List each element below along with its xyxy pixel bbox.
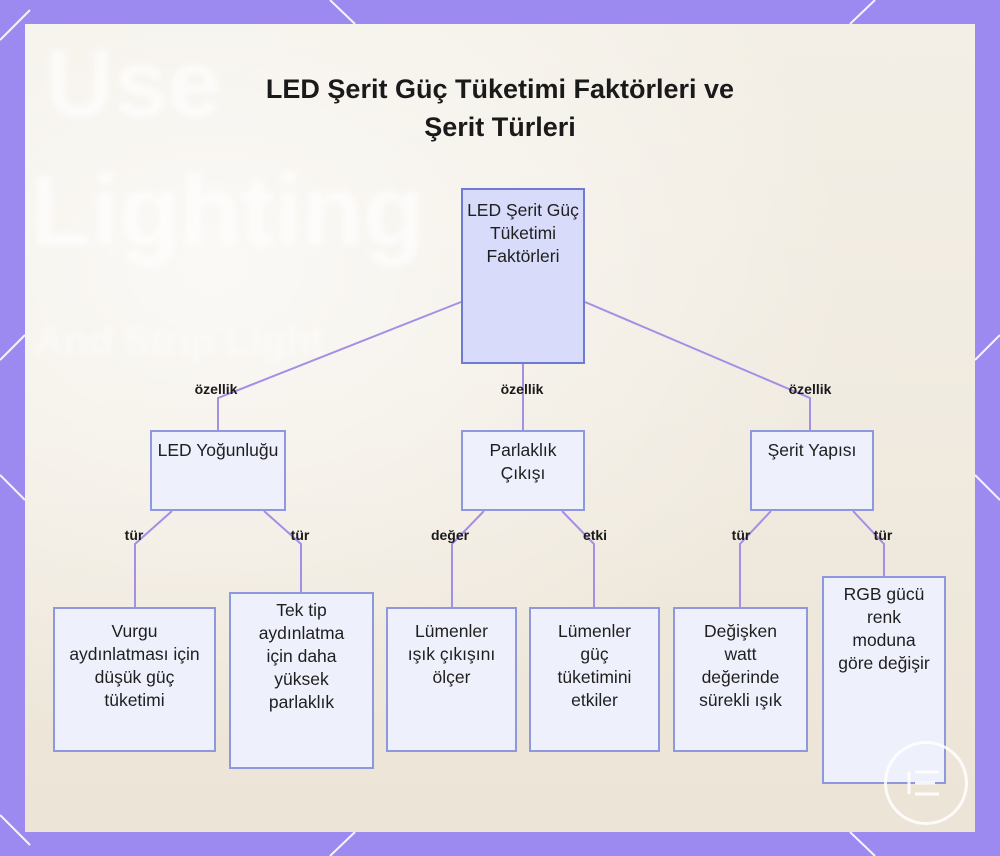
- node-single-type[interactable]: Tek tip aydınlatma için daha yüksek parl…: [229, 592, 374, 769]
- edge-label-strip-variable: tür: [732, 527, 751, 543]
- edge-strip-variable: [740, 511, 771, 607]
- edge-label-led-density-single: tür: [291, 527, 310, 543]
- logo-mark: [887, 744, 965, 822]
- node-brightness-label: Parlaklık Çıkışı: [467, 439, 579, 485]
- edge-label-brightness-affect: etki: [583, 527, 607, 543]
- edge-led-density-accent: [135, 511, 172, 607]
- edge-brightness-affect: [562, 511, 594, 607]
- edge-label-led-density-accent: tür: [125, 527, 144, 543]
- circle-logo-icon: [884, 741, 968, 825]
- edge-root-strip-structure: [585, 302, 810, 430]
- edge-led-density-single: [264, 511, 301, 592]
- node-root-label: LED Şerit Güç Tüketimi Faktörleri: [467, 199, 579, 268]
- node-brightness[interactable]: Parlaklık Çıkışı: [461, 430, 585, 511]
- node-led-density-label: LED Yoğunluğu: [158, 439, 279, 462]
- node-strip-structure[interactable]: Şerit Yapısı: [750, 430, 874, 511]
- edge-label-root-led-density: özellik: [195, 381, 238, 397]
- node-root[interactable]: LED Şerit Güç Tüketimi Faktörleri: [461, 188, 585, 364]
- node-rgb-power-label: RGB gücü renk moduna göre değişir: [838, 583, 930, 675]
- node-led-density[interactable]: LED Yoğunluğu: [150, 430, 286, 511]
- edge-label-strip-rgb: tür: [874, 527, 893, 543]
- edge-strip-rgb: [853, 511, 884, 576]
- node-single-type-label: Tek tip aydınlatma için daha yüksek parl…: [246, 599, 358, 714]
- node-lumens-affect[interactable]: Lümenler güç tüketimini etkiler: [529, 607, 660, 752]
- node-variable-watt[interactable]: Değişken watt değerinde sürekli ışık: [673, 607, 808, 752]
- node-accent-lighting-label: Vurgu aydınlatması için düşük güç tüketi…: [65, 620, 205, 712]
- node-accent-lighting[interactable]: Vurgu aydınlatması için düşük güç tüketi…: [53, 607, 216, 752]
- node-lumens-affect-label: Lümenler güç tüketimini etkiler: [547, 620, 643, 712]
- edge-label-root-brightness: özellik: [501, 381, 544, 397]
- node-strip-structure-label: Şerit Yapısı: [768, 439, 857, 462]
- edge-label-brightness-measure: değer: [431, 527, 469, 543]
- node-lumens-measure[interactable]: Lümenler ışık çıkışını ölçer: [386, 607, 517, 752]
- node-lumens-measure-label: Lümenler ışık çıkışını ölçer: [407, 620, 497, 689]
- edge-brightness-measure: [452, 511, 484, 607]
- edge-label-root-strip-structure: özellik: [789, 381, 832, 397]
- node-variable-watt-label: Değişken watt değerinde sürekli ışık: [691, 620, 791, 712]
- edge-root-led-density: [218, 302, 461, 430]
